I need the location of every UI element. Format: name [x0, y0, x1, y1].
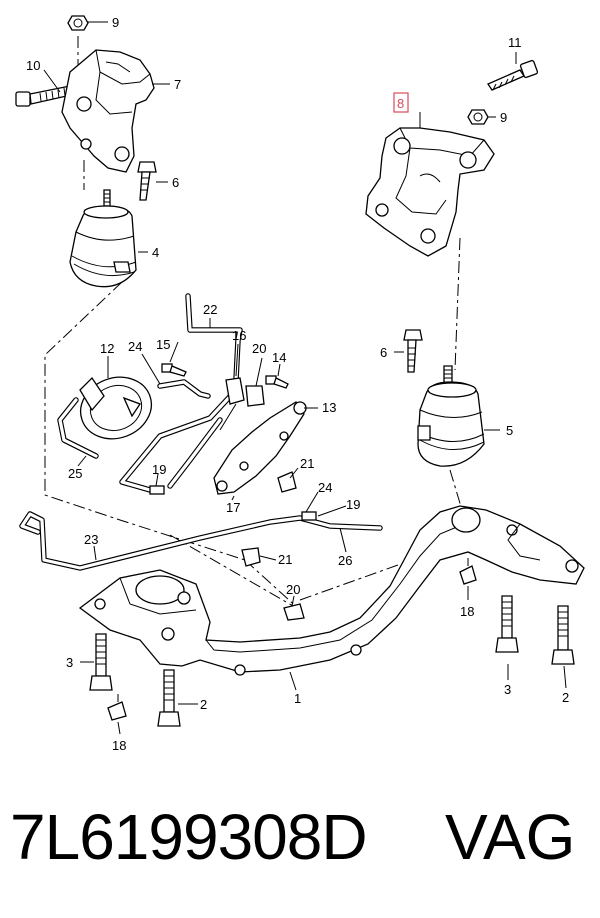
bolt-2-right	[551, 605, 575, 665]
callout-4: 4	[152, 245, 159, 260]
callout-7: 7	[174, 77, 181, 92]
callout-15: 15	[156, 337, 170, 352]
callout-3-right: 3	[504, 682, 511, 697]
connector-21a	[277, 471, 297, 493]
callout-9-left: 9	[112, 15, 119, 30]
engine-mount-4	[69, 189, 137, 288]
callout-3-left: 3	[66, 655, 73, 670]
brand-label: VAG	[445, 801, 576, 873]
bracket-7	[61, 49, 155, 173]
connector-19a	[149, 485, 165, 495]
callout-19-left: 19	[152, 462, 166, 477]
callout-26: 26	[338, 553, 352, 568]
callout-24-bottom: 24	[318, 480, 332, 495]
callout-17: 17	[226, 500, 240, 515]
callout-25: 25	[68, 466, 82, 481]
callout-12: 12	[100, 341, 114, 356]
nut-9-left	[67, 15, 89, 31]
callout-18-right: 18	[460, 604, 474, 619]
engine-mount-5	[417, 365, 485, 467]
bolt-11	[487, 59, 539, 91]
callout-20-top: 20	[252, 341, 266, 356]
fitting-18-left	[107, 694, 127, 721]
part-number: 7L6199308D	[10, 801, 368, 873]
subframe-1	[78, 505, 585, 676]
callout-16: 16	[232, 328, 246, 343]
bolt-2-left	[157, 669, 181, 727]
parts-diagram: 9 10 7 6 4 11 9 8 6 5 22 12 24 15 16 20 …	[15, 15, 585, 753]
callout-11: 11	[508, 35, 522, 50]
bolt-10	[15, 85, 72, 107]
bolt-6-right	[403, 329, 423, 373]
callout-24-top: 24	[128, 339, 142, 354]
callout-13: 13	[322, 400, 336, 415]
callout-18-left: 18	[112, 738, 126, 753]
connector-20b	[283, 603, 305, 621]
callout-8-highlighted: 8	[393, 92, 409, 113]
leader-lines	[43, 21, 567, 735]
vacuum-reservoir-12	[79, 376, 153, 440]
callout-8: 8	[397, 96, 404, 111]
bolt-6-left	[137, 161, 157, 201]
callout-20-bottom: 20	[286, 582, 300, 597]
bracket-8	[365, 127, 495, 257]
bolt-3-right	[495, 595, 519, 653]
bolt-3-left	[89, 633, 113, 691]
callout-1: 1	[294, 691, 301, 706]
callout-labels: 9 10 7 6 4 11 9 8 6 5 22 12 24 15 16 20 …	[26, 15, 569, 753]
tube-23-26	[19, 511, 383, 571]
callout-2-left: 2	[200, 697, 207, 712]
callout-14: 14	[272, 350, 286, 365]
callout-21-bottom: 21	[278, 552, 292, 567]
callout-21-top: 21	[300, 456, 314, 471]
callout-19-right: 19	[346, 497, 360, 512]
callout-2-right: 2	[562, 690, 569, 705]
nut-9-right	[467, 109, 489, 125]
callout-5: 5	[506, 423, 513, 438]
callout-6-right: 6	[380, 345, 387, 360]
callout-22: 22	[203, 302, 217, 317]
callout-9-right: 9	[500, 110, 507, 125]
callout-23: 23	[84, 532, 98, 547]
screw-14	[265, 375, 289, 389]
fitting-18-right	[459, 558, 477, 585]
callout-10: 10	[26, 58, 40, 73]
screw-15	[161, 363, 187, 377]
connector-19b	[301, 511, 317, 521]
connector-21b	[241, 547, 261, 567]
valve-bracket-13	[213, 377, 307, 495]
callout-6-left: 6	[172, 175, 179, 190]
